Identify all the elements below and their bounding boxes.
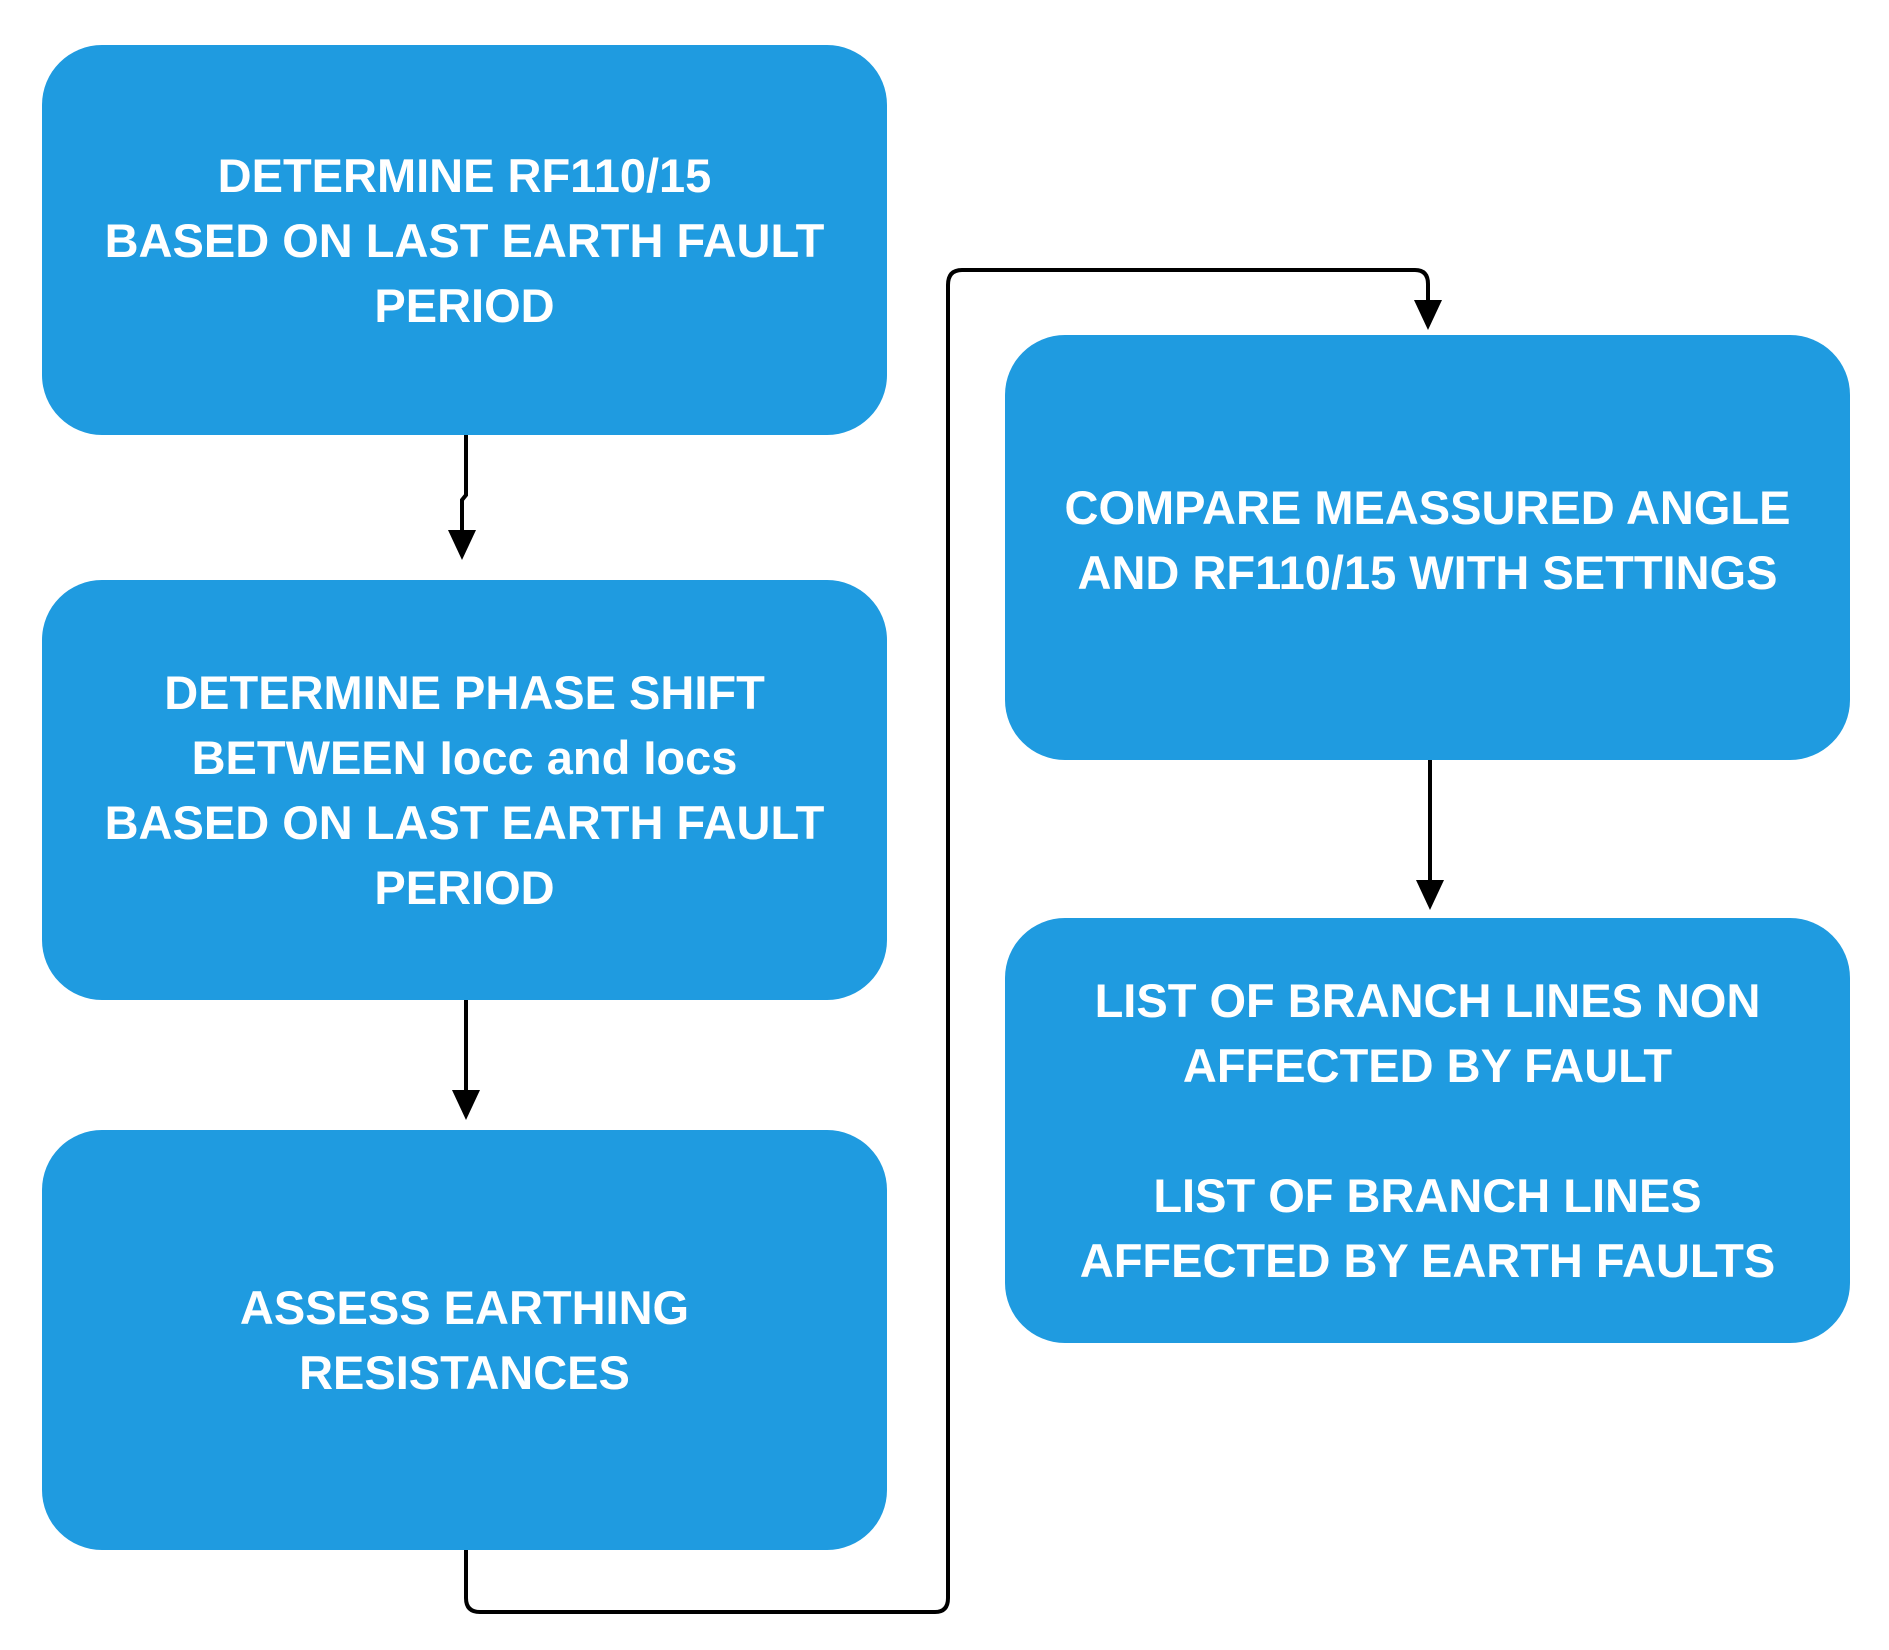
arrow-determine-rf-to-phase-shift bbox=[460, 435, 468, 555]
node-text-line: BASED ON LAST EARTH FAULT bbox=[104, 213, 825, 267]
node-determine-rf: DETERMINE RF110/15 BASED ON LAST EARTH F… bbox=[42, 45, 887, 435]
node-text-line: AFFECTED BY FAULT bbox=[1182, 1039, 1673, 1092]
node-branch-lists: LIST OF BRANCH LINES NON AFFECTED BY FAU… bbox=[1005, 918, 1850, 1343]
node-text-line: AFFECTED BY EARTH FAULTS bbox=[1079, 1234, 1776, 1287]
node-text-line: BASED ON LAST EARTH FAULT bbox=[104, 796, 825, 849]
node-text-line: BETWEEN Iocc and Iocs bbox=[191, 731, 738, 784]
arrowhead-compare-angle bbox=[1414, 300, 1442, 330]
arrow-assess-earthing-to-compare-angle bbox=[464, 268, 1430, 1614]
node-text-line: RESISTANCES bbox=[299, 1346, 630, 1399]
node-text-line: LIST OF BRANCH LINES NON bbox=[1094, 974, 1761, 1027]
arrowhead-assess-earthing bbox=[452, 1090, 480, 1120]
node-text-line: AND RF110/15 WITH SETTINGS bbox=[1077, 546, 1778, 599]
node-text-line: DETERMINE RF110/15 bbox=[217, 148, 712, 202]
node-text-line: LIST OF BRANCH LINES bbox=[1153, 1169, 1702, 1222]
node-compare-angle: COMPARE MEASSURED ANGLE AND RF110/15 WIT… bbox=[1005, 335, 1850, 760]
arrowhead-phase-shift bbox=[448, 530, 476, 560]
node-text-line: ASSESS EARTHING bbox=[239, 1281, 690, 1334]
node-text-line: DETERMINE PHASE SHIFT bbox=[164, 666, 765, 719]
node-assess-earthing: ASSESS EARTHING RESISTANCES bbox=[42, 1130, 887, 1550]
node-determine-phase-shift: DETERMINE PHASE SHIFT BETWEEN Iocc and I… bbox=[42, 580, 887, 1000]
node-text-line: COMPARE MEASSURED ANGLE bbox=[1064, 481, 1791, 534]
node-text-line: PERIOD bbox=[374, 278, 555, 332]
arrowhead-branch-lists bbox=[1416, 880, 1444, 910]
node-text-line: PERIOD bbox=[374, 861, 555, 914]
